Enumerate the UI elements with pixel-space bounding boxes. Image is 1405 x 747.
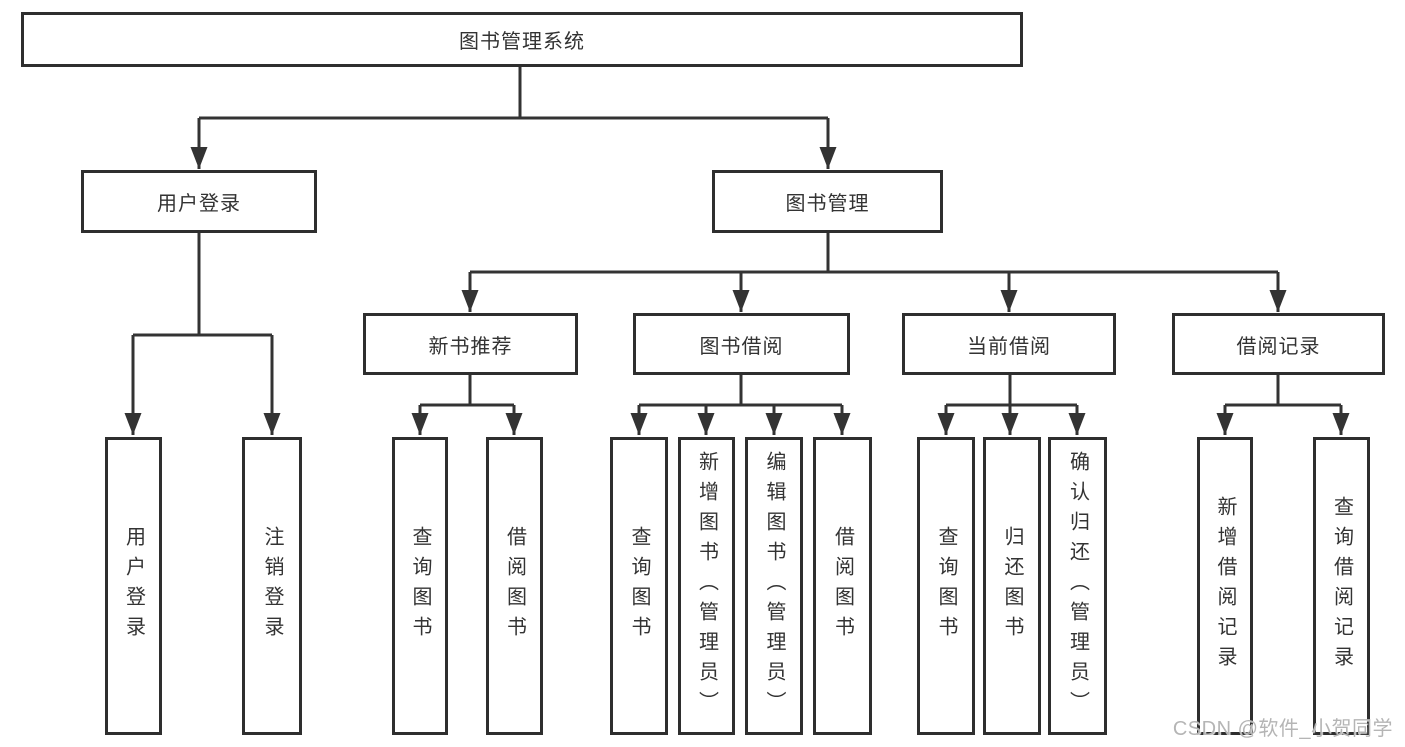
leaf-return-book-label: 归还图书	[1001, 526, 1023, 646]
leaf-borrow-book-2-label: 借阅图书	[831, 526, 854, 646]
leaf-return-book: 归还图书	[983, 437, 1041, 735]
node-book-borrow: 图书借阅	[633, 313, 850, 375]
leaf-edit-book-admin-label: 编辑图书（管理员）	[763, 451, 785, 721]
node-user-login: 用户登录	[81, 170, 317, 233]
leaf-query-borrow-record: 查询借阅记录	[1313, 437, 1370, 735]
leaf-query-book-1-label: 查询图书	[409, 526, 431, 646]
leaf-add-borrow-record-label: 新增借阅记录	[1214, 496, 1236, 676]
leaf-user-login-label: 用户登录	[122, 526, 145, 646]
node-user-login-label: 用户登录	[157, 193, 241, 215]
leaf-query-book-2: 查询图书	[610, 437, 668, 735]
node-borrow-record-label: 借阅记录	[1236, 335, 1321, 358]
leaf-borrow-book-1-label: 借阅图书	[503, 526, 526, 646]
leaf-borrow-book-1: 借阅图书	[486, 437, 543, 735]
leaf-logout: 注销登录	[242, 437, 302, 735]
node-new-book-recommend: 新书推荐	[363, 313, 578, 375]
csdn-watermark: CSDN @软件_小贺同学	[1172, 718, 1393, 740]
leaf-query-book-2-label: 查询图书	[628, 526, 650, 646]
leaf-borrow-book-2: 借阅图书	[813, 437, 872, 735]
leaf-user-login: 用户登录	[105, 437, 162, 735]
leaf-query-borrow-record-label: 查询借阅记录	[1330, 496, 1353, 676]
connector-group	[124, 67, 1350, 435]
leaf-logout-label: 注销登录	[261, 526, 283, 646]
leaf-query-book-1: 查询图书	[392, 437, 448, 735]
node-book-borrow-label: 图书借阅	[699, 335, 784, 358]
leaf-add-borrow-record: 新增借阅记录	[1197, 437, 1253, 735]
leaf-confirm-return-admin-label: 确认归还（管理员）	[1066, 451, 1089, 721]
leaf-edit-book-admin: 编辑图书（管理员）	[745, 437, 803, 735]
node-borrow-record: 借阅记录	[1172, 313, 1385, 375]
leaf-query-book-3-label: 查询图书	[935, 526, 957, 646]
node-book-mgmt-label: 图书管理	[785, 193, 870, 215]
leaf-confirm-return-admin: 确认归还（管理员）	[1048, 437, 1107, 735]
node-book-mgmt: 图书管理	[712, 170, 943, 233]
node-new-book-recommend-label: 新书推荐	[428, 335, 513, 358]
leaf-query-book-3: 查询图书	[917, 437, 975, 735]
leaf-add-book-admin-label: 新增图书（管理员）	[695, 451, 718, 721]
leaf-add-book-admin: 新增图书（管理员）	[678, 437, 735, 735]
node-current-borrow-label: 当前借阅	[967, 335, 1051, 358]
node-root: 图书管理系统	[21, 12, 1023, 67]
node-root-label: 图书管理系统	[459, 31, 585, 53]
node-current-borrow: 当前借阅	[902, 313, 1116, 375]
